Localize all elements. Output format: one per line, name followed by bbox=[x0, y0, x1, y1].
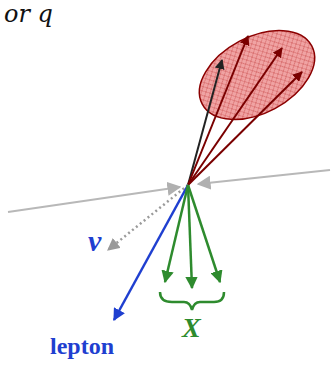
beam-line bbox=[198, 170, 330, 184]
x-track bbox=[188, 185, 192, 288]
particle-label: ν bbox=[88, 226, 101, 256]
jet-track bbox=[188, 72, 302, 185]
brace bbox=[160, 292, 224, 310]
lepton-track bbox=[114, 185, 188, 320]
note-text: or q bbox=[4, 2, 53, 26]
x-track bbox=[165, 185, 188, 282]
beam-line bbox=[8, 187, 180, 212]
jet-track bbox=[188, 48, 282, 185]
jet-track bbox=[188, 60, 222, 185]
particle-label: lepton bbox=[50, 334, 114, 358]
x-track bbox=[188, 185, 220, 282]
particle-label: X bbox=[182, 314, 201, 342]
